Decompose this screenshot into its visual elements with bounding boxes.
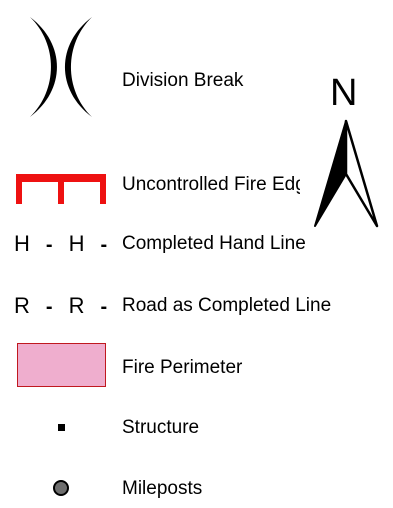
structure-square-icon — [58, 424, 65, 431]
road-line-dash: - — [45, 296, 53, 318]
road-line-dash: - — [100, 296, 108, 318]
road-line-letter: R — [14, 293, 30, 318]
milepost-circle-icon — [53, 480, 69, 496]
fire-perimeter-swatch — [17, 343, 106, 387]
hand-line-letter: H — [14, 231, 30, 256]
hand-line-symbol: H-H- — [14, 232, 107, 257]
road-line-symbol: R-R- — [14, 294, 107, 319]
legend-label-division-break: Division Break — [122, 70, 244, 91]
division-break-icon — [30, 17, 92, 117]
north-arrow-icon — [314, 119, 379, 228]
legend-label-mileposts: Mileposts — [122, 478, 203, 499]
road-line-letter: R — [68, 293, 85, 318]
hand-line-dash: - — [100, 234, 108, 256]
uncontrolled-fire-edge-icon — [16, 174, 106, 204]
hand-line-letter: H — [68, 231, 85, 256]
legend-label-road-as-completed-line: Road as Completed Line — [122, 295, 332, 316]
legend-label-completed-hand-line: Completed Hand Line — [122, 233, 306, 254]
hand-line-dash: - — [45, 234, 53, 256]
north-label: N — [330, 72, 358, 114]
legend-label-fire-perimeter: Fire Perimeter — [122, 357, 243, 378]
legend-label-structure: Structure — [122, 417, 200, 438]
legend-label-uncontrolled-fire-edge: Uncontrolled Fire Edge — [122, 174, 300, 195]
